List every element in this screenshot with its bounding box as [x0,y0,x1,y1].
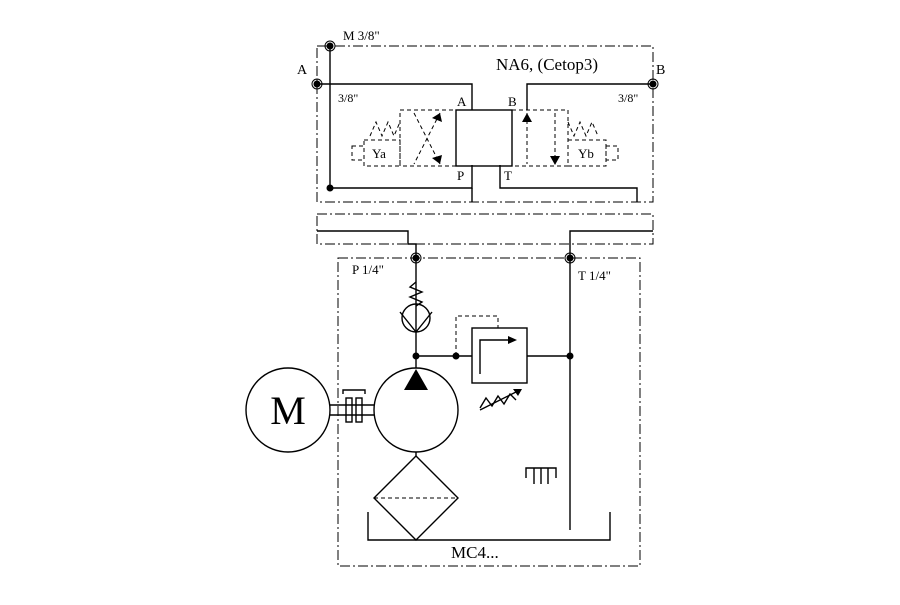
port-b-dot [649,80,657,88]
relief-spring-icon [479,392,517,409]
tank-outline [367,512,611,541]
coupling-left [345,397,353,423]
line-t-return [499,165,638,202]
valve-block: Ya Yb M 3/8" A B 3/8" 3/8" NA6, (Cetop3)… [297,28,665,203]
port-m-ring [324,40,336,52]
coupling-bracket [342,389,366,394]
power-unit: M P 1/4" T 1/4" MC4... [245,252,641,567]
port-m-dot [326,42,334,50]
power-unit-boundary [337,257,641,567]
solenoid-b-label: Yb [578,146,594,161]
port-t-label: T 1/4" [578,268,611,283]
line-b-to-valve [526,83,653,110]
port-b-label: B [656,63,665,78]
valve-t-label: T [504,168,512,183]
size-right-label: 3/8" [618,91,638,105]
port-a-label: A [297,63,308,78]
port-a-ring [311,78,323,90]
valve-b-label: B [508,94,517,109]
relief-pilot-line [455,315,499,356]
junction-tank [566,352,574,360]
adapter-t-line [569,230,653,258]
valve-p-label: P [457,168,464,183]
valve-block-boundary [316,45,654,203]
coupling-right [355,397,363,423]
adapter-p-line [317,230,417,258]
port-p-dot [412,254,420,262]
parallel-arrow-up-icon [522,113,532,122]
motor-body [245,367,331,453]
port-t-dot [566,254,574,262]
valve-a-label: A [457,94,467,109]
port-m-label: M 3/8" [343,28,380,43]
power-unit-name: MC4... [451,543,499,562]
relief-adjust-line [479,389,521,411]
parallel-arrow-down-icon [550,156,560,165]
valve-right-box [511,109,569,167]
solenoid-a-coil [351,145,365,161]
relief-adjust-arrow-icon [513,389,522,396]
line-m-to-p [329,46,473,189]
spring-b-icon [567,120,599,138]
port-a-dot [313,80,321,88]
size-left-label: 3/8" [338,91,358,105]
relief-valve-box [471,327,528,384]
pump-arrow-icon [404,369,428,390]
port-p-ring [410,252,422,264]
motor-label: M [270,388,306,433]
line-a-to-valve [317,83,473,110]
cross-arrow-up-icon [432,113,442,122]
check-valve-ball [401,303,431,333]
adapter-plate [316,213,654,258]
cross-arrow-down-icon [432,155,442,164]
spring-a-icon [369,120,401,138]
port-t-ring [564,252,576,264]
junction-pump [412,352,420,360]
valve-center-box [455,109,513,167]
relief-arrowhead-icon [508,336,517,344]
cross-line-2 [413,112,441,165]
adapter-plate-boundary [316,213,654,245]
check-valve-spring-icon [408,281,424,307]
solenoid-b-coil [605,145,619,161]
solenoid-a-label: Ya [372,146,386,161]
valve-left-box [399,109,457,167]
relief-arrow-icon [479,339,510,374]
junction-m [326,184,334,192]
port-p-label: P 1/4" [352,262,384,277]
valve-block-name: NA6, (Cetop3) [496,55,598,74]
solenoid-a-box [363,139,401,167]
port-b-ring [647,78,659,90]
